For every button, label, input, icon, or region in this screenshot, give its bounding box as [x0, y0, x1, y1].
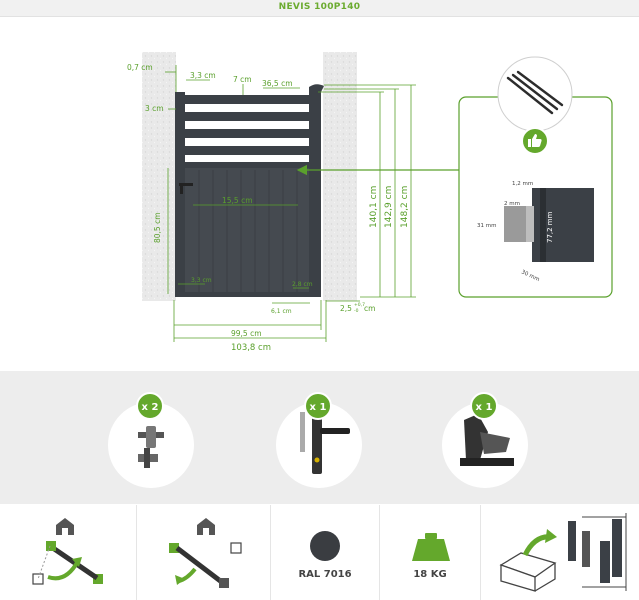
dim-clearance-sub: -0 [354, 308, 359, 314]
dim-height-leaf: 140,1 cm [369, 186, 379, 228]
opening-left-icon [32, 518, 103, 585]
product-title: NEVIS 100P140 [278, 2, 361, 12]
feature-color: RAL 7016 [271, 505, 380, 600]
dim-bottom-right: 2,8 cm [292, 281, 313, 288]
handle-lock-icon [300, 412, 350, 474]
thumbs-up-icon [521, 127, 549, 155]
feature-weight: 18 KG [380, 505, 481, 600]
weight-label: 18 KG [413, 569, 447, 580]
feature-opening-right [137, 505, 271, 600]
gate-stop-icon [460, 414, 514, 466]
dim-height-total: 148,2 cm [400, 186, 410, 228]
technical-drawing: 0,7 cm 3,3 cm 7 cm 36,5 cm 3 cm 80,5 cm … [127, 52, 613, 353]
dim-clearance: 2,5 [340, 304, 352, 313]
dim-ground-gap: 6,1 cm [271, 308, 292, 315]
dim-width-leaf: 99,5 cm [231, 329, 262, 338]
gate [175, 84, 324, 297]
dim-clearance-sup: +0,7 [354, 302, 365, 308]
left-pillar [142, 52, 176, 301]
features-strip: RAL 7016 18 KG [0, 505, 639, 600]
detail-slat-thickness: 2 mm [504, 201, 520, 207]
color-swatch-icon [310, 531, 340, 561]
gate-handle [179, 183, 193, 186]
title-bar: NEVIS 100P140 [0, 0, 639, 17]
dim-top-offset: 3,3 cm [190, 71, 216, 80]
dim-upper-section: 36,5 cm [262, 79, 293, 88]
dim-height-hinges: 142,9 cm [384, 186, 394, 228]
badge-hinges: x 2 [136, 392, 164, 420]
package-icon [499, 513, 627, 592]
fixing-screws-icon [506, 70, 564, 115]
dim-post-gap: 0,7 cm [127, 63, 153, 72]
dim-panel-board: 15,5 cm [222, 196, 253, 205]
dim-bottom-left: 3,3 cm [191, 277, 212, 284]
badge-handle-lock: x 1 [304, 392, 332, 420]
feature-opening-left [0, 505, 137, 600]
weight-icon [412, 533, 450, 561]
detail-slat-height: 31 mm [477, 223, 496, 229]
color-label: RAL 7016 [298, 569, 352, 580]
right-pillar [323, 52, 357, 301]
hinge-icon [138, 426, 164, 468]
dim-lower-height: 80,5 cm [153, 212, 162, 243]
opening-right-icon [169, 518, 242, 588]
dim-top-rail: 3 cm [145, 104, 164, 113]
detail-thickness: 1,2 mm [512, 181, 533, 187]
feature-package [481, 505, 639, 600]
detail-profile-depth: 77,2 mm [546, 211, 554, 243]
badge-gate-stop: x 1 [470, 392, 498, 420]
profile-detail: 77,2 mm 1,2 mm 2 mm 31 mm 30 mm [458, 56, 613, 298]
dim-width-total: 103,8 cm [231, 343, 271, 353]
dim-slat-gap: 7 cm [233, 75, 252, 84]
dim-clearance-unit: cm [364, 304, 375, 313]
